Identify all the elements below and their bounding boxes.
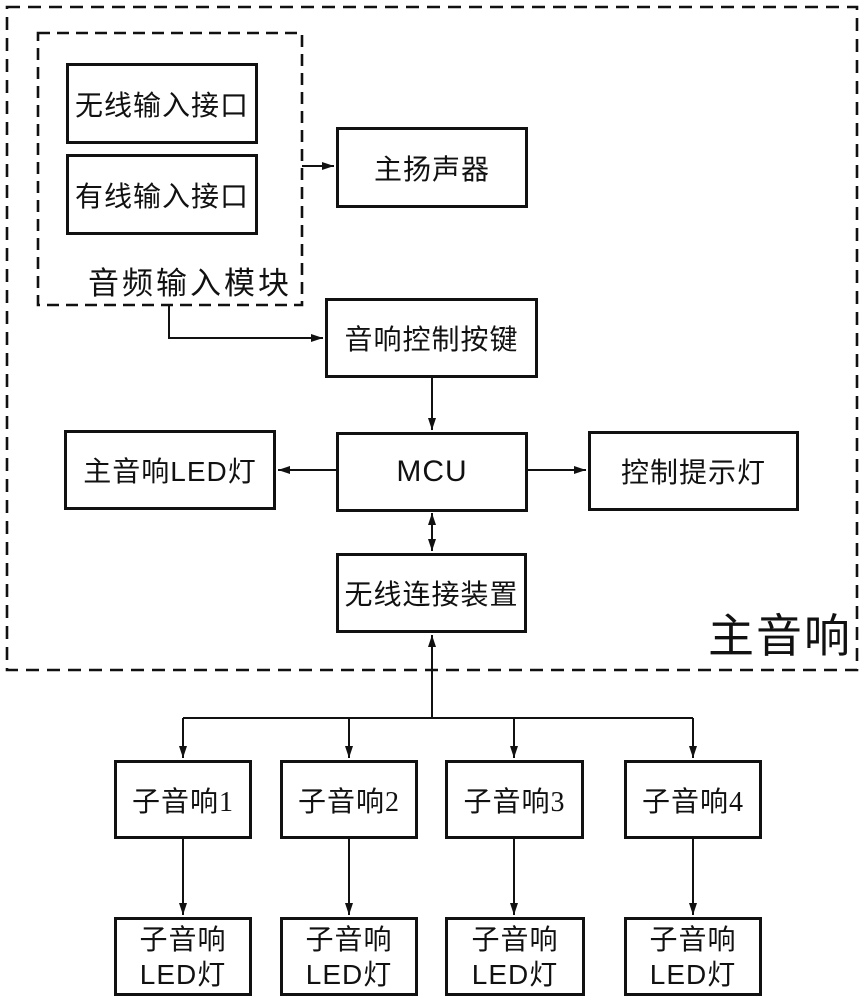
sub-speaker-1-label: 子音响1 [131,786,234,818]
wireless-device-box: 无线连接装置 [336,553,527,633]
main-unit-caption: 主音响 [708,611,852,662]
main-led-label: 主音响LED灯 [83,456,257,487]
sub-led-1-label: 子音响 LED灯 [139,923,227,990]
sub-speaker-4-box: 子音响4 [624,760,762,839]
mcu-box: MCU [336,432,528,512]
control-indicator-box: 控制提示灯 [588,431,799,511]
sub-led-2-box: 子音响 LED灯 [280,917,418,996]
sub-speaker-2-box: 子音响2 [280,760,418,839]
sub-led-4-box: 子音响 LED灯 [624,917,762,996]
mcu-label: MCU [396,455,468,488]
wired-input-interface-box: 有线输入接口 [66,154,258,235]
sub-led-1-box: 子音响 LED灯 [114,917,252,996]
sub-speaker-4-label: 子音响4 [641,786,744,818]
sub-led-3-label: 子音响 LED灯 [471,923,559,990]
audio-input-module-caption: 音频输入模块 [88,266,292,301]
sub-speaker-3-label: 子音响3 [463,786,566,818]
control-buttons-box: 音响控制按键 [325,298,538,378]
connector-audio-module-to-control-buttons [168,305,323,342]
sub-led-4-label: 子音响 LED灯 [649,923,737,990]
wireless-device-label: 无线连接装置 [344,580,519,611]
sub-led-2-label: 子音响 LED灯 [305,923,393,990]
sub-speaker-2-label: 子音响2 [297,786,400,818]
control-buttons-label: 音响控制按键 [344,325,519,356]
control-indicator-label: 控制提示灯 [620,458,766,489]
sub-speaker-1-box: 子音响1 [114,760,252,839]
sub-led-3-box: 子音响 LED灯 [445,917,585,996]
sub-speaker-3-box: 子音响3 [445,760,584,839]
wired-input-interface-label: 有线输入接口 [74,181,249,213]
wireless-input-interface-label: 无线输入接口 [74,90,249,122]
main-speaker-box: 主扬声器 [336,127,528,208]
main-speaker-label: 主扬声器 [373,154,490,186]
wireless-input-interface-box: 无线输入接口 [66,63,258,144]
main-led-box: 主音响LED灯 [64,430,276,510]
